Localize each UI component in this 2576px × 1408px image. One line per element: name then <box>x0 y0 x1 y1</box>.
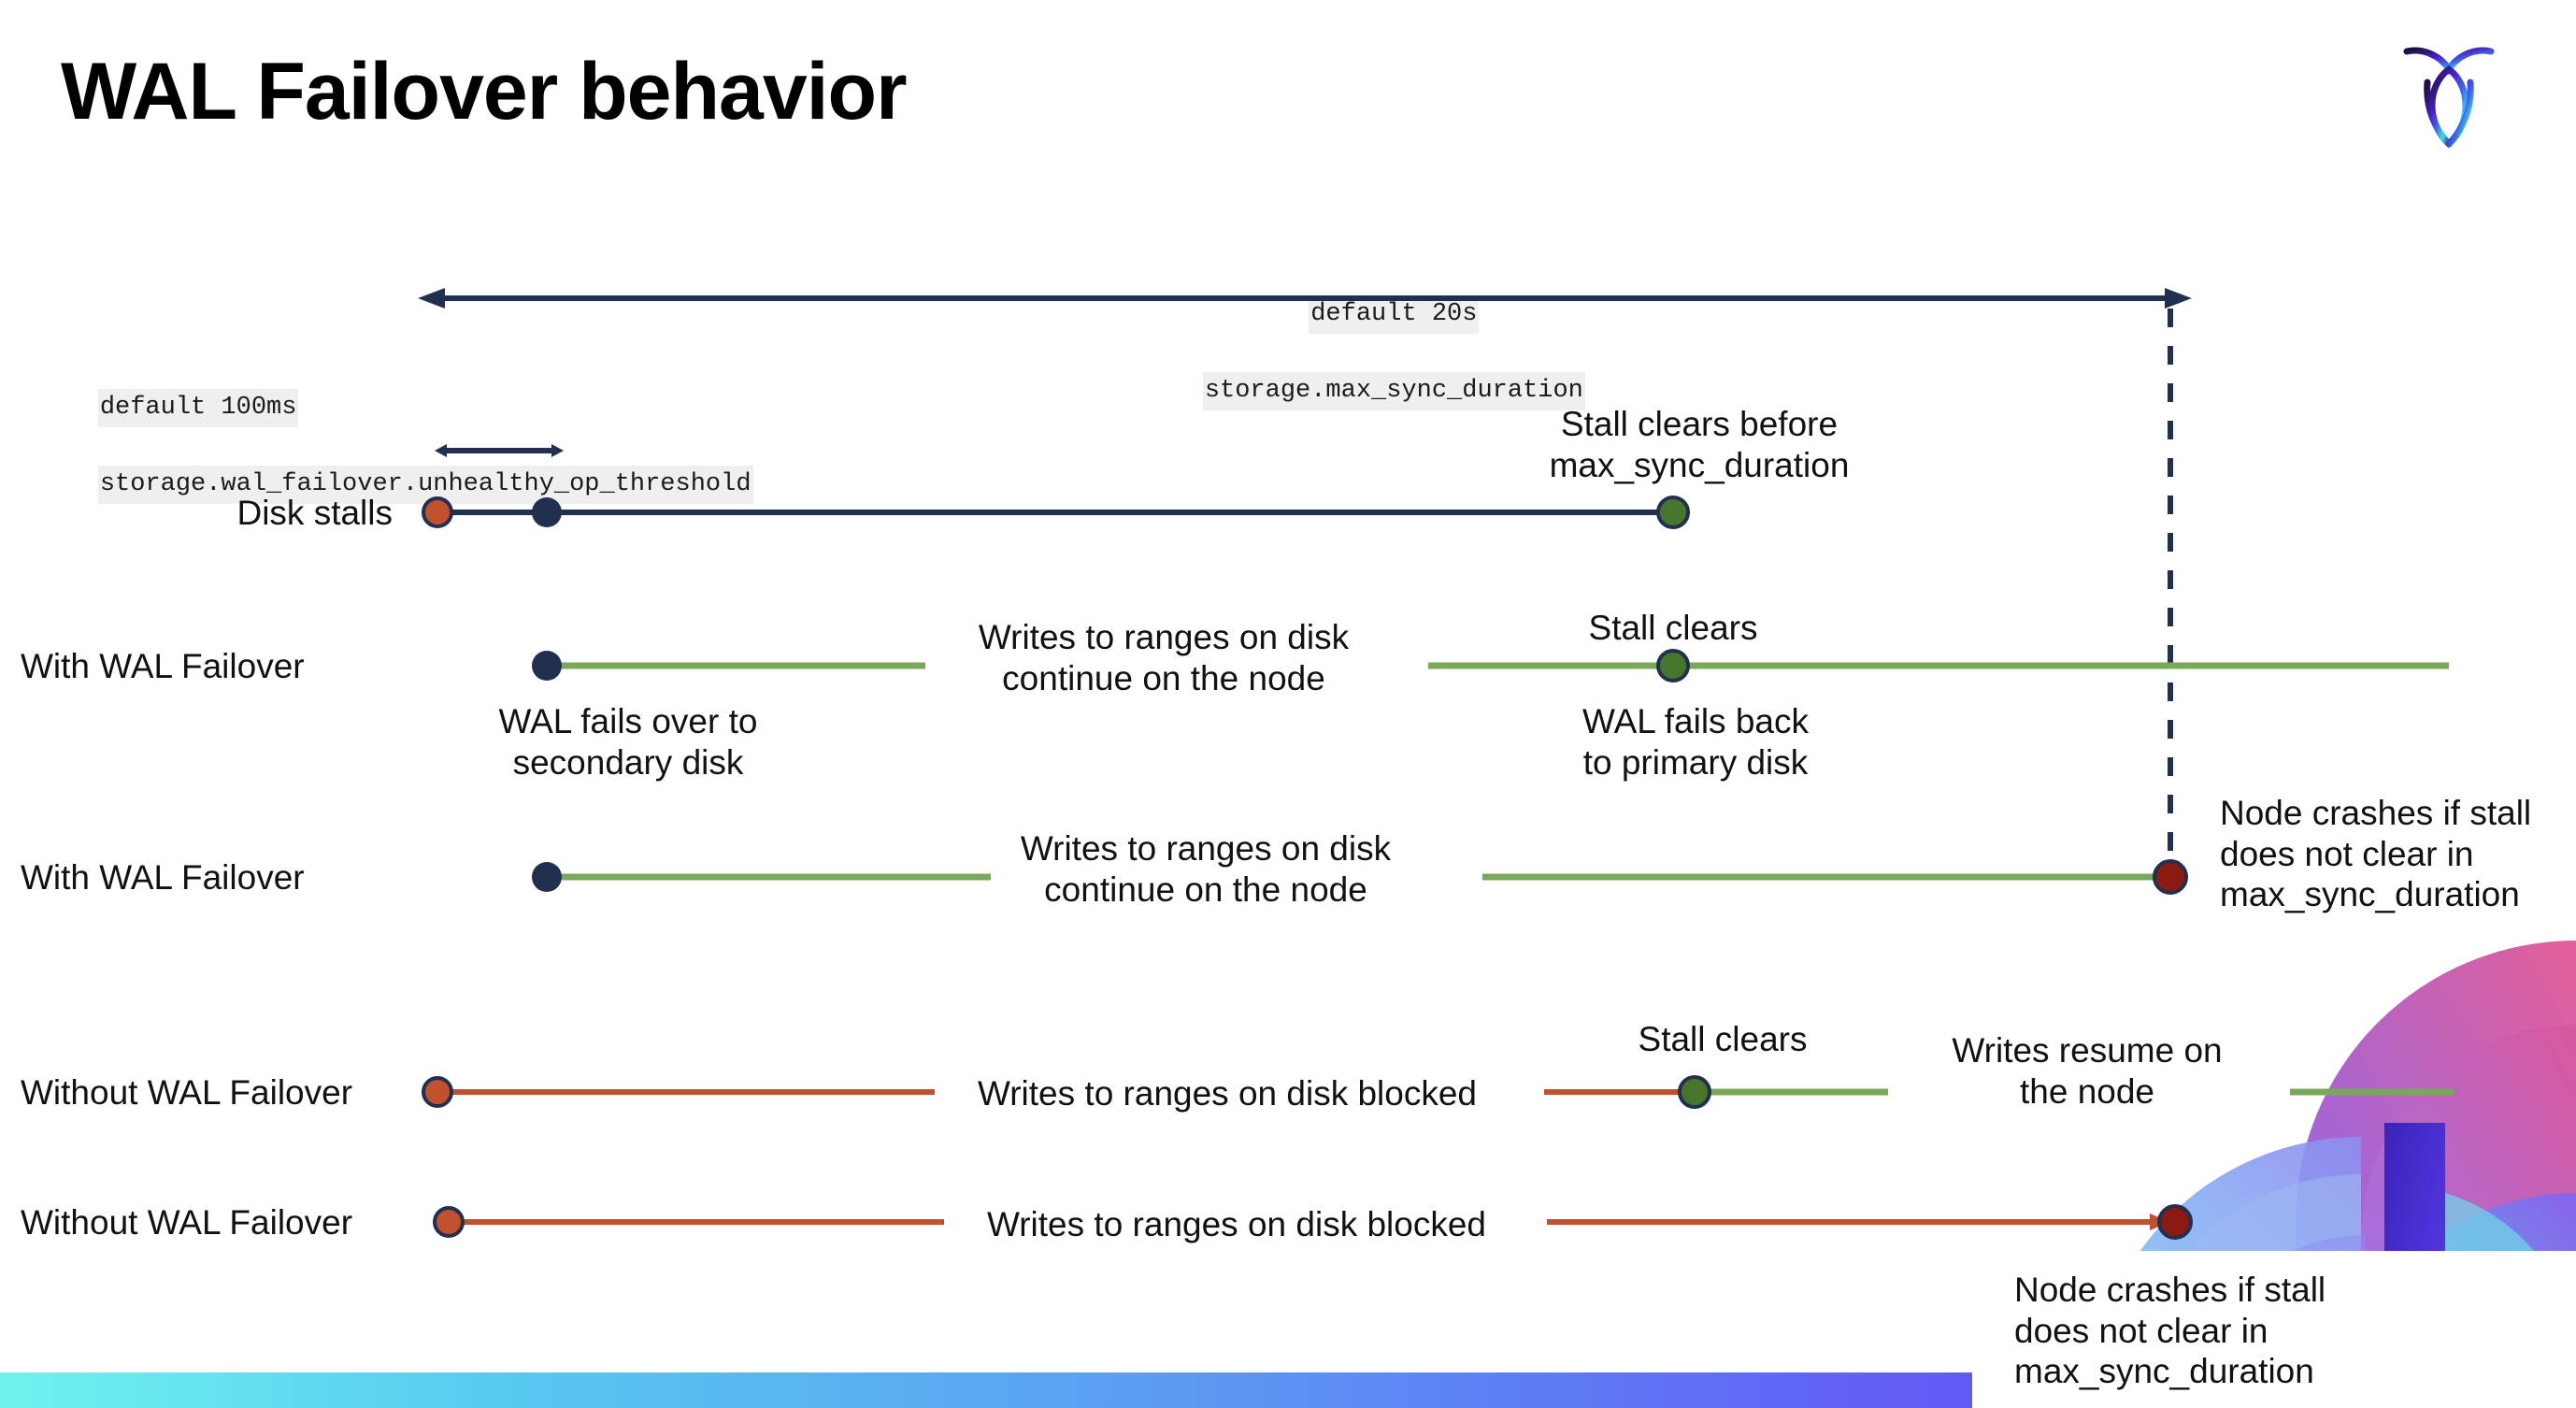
wal-failover-1-clear-marker <box>1656 649 1690 682</box>
code-setting-unhealthy-op-threshold: storage.wal_failover.unhealthy_op_thresh… <box>97 466 753 505</box>
annotation-node-crashes-2: Node crashes if stall does not clear in … <box>2014 1271 2326 1391</box>
annotation-wal-fails-over: WAL fails over to secondary disk <box>498 702 758 782</box>
page-title: WAL Failover behavior <box>61 47 908 136</box>
annotation-stall-clears-2: Stall clears <box>1638 1020 1808 1058</box>
annotation-wal-fails-back: WAL fails back to primary disk <box>1582 702 1809 782</box>
disk-stalls-failover-marker <box>532 497 562 527</box>
annotation-writes-resume: Writes resume on the node <box>1952 1031 2223 1111</box>
row-label-with-wal-failover-2: With WAL Failover <box>21 858 305 897</box>
without-wal-failover-1-start-marker <box>422 1076 453 1108</box>
without-wal-failover-2-crash-marker <box>2157 1204 2193 1240</box>
without-wal-failover-1-clear-marker <box>1678 1075 1711 1109</box>
wal-failover-2-start-marker <box>532 862 562 892</box>
node-crashes-callout-box <box>1972 1251 2576 1408</box>
wal-failover-1-start-marker <box>532 651 562 681</box>
without-wal-failover-2-start-marker <box>433 1206 465 1238</box>
cockroachdb-logo-icon <box>2388 28 2510 154</box>
annotation-writes-blocked-2: Writes to ranges on disk blocked <box>986 1205 1487 1243</box>
annotation-node-crashes-1: Node crashes if stall does not clear in … <box>2220 794 2532 914</box>
annotation-writes-continue-2: Writes to ranges on disk continue on the… <box>1020 829 1392 909</box>
row-label-without-wal-failover-1: Without WAL Failover <box>21 1073 353 1112</box>
disk-stalls-clear-marker <box>1656 496 1690 529</box>
annotation-stall-clears-1: Stall clears <box>1588 609 1758 647</box>
code-setting-max-sync-duration: storage.max_sync_duration <box>1202 372 1585 411</box>
annotation-stall-clears-before: Stall clears before max_sync_duration <box>1549 405 1850 484</box>
disk-stalls-start-marker <box>422 496 453 528</box>
code-default-100ms: default 100ms <box>97 389 299 428</box>
code-chip-unhealthy-op-threshold: default 100ms storage.wal_failover.unhea… <box>37 351 753 542</box>
annotation-writes-blocked-1: Writes to ranges on disk blocked <box>977 1074 1478 1113</box>
row-label-with-wal-failover-1: With WAL Failover <box>21 647 305 685</box>
wal-failover-2-crash-marker <box>2153 859 2188 895</box>
annotation-writes-continue-1: Writes to ranges on disk continue on the… <box>978 618 1350 697</box>
row-label-without-wal-failover-2: Without WAL Failover <box>21 1203 353 1242</box>
row-label-disk-stalls: Disk stalls <box>236 494 393 532</box>
